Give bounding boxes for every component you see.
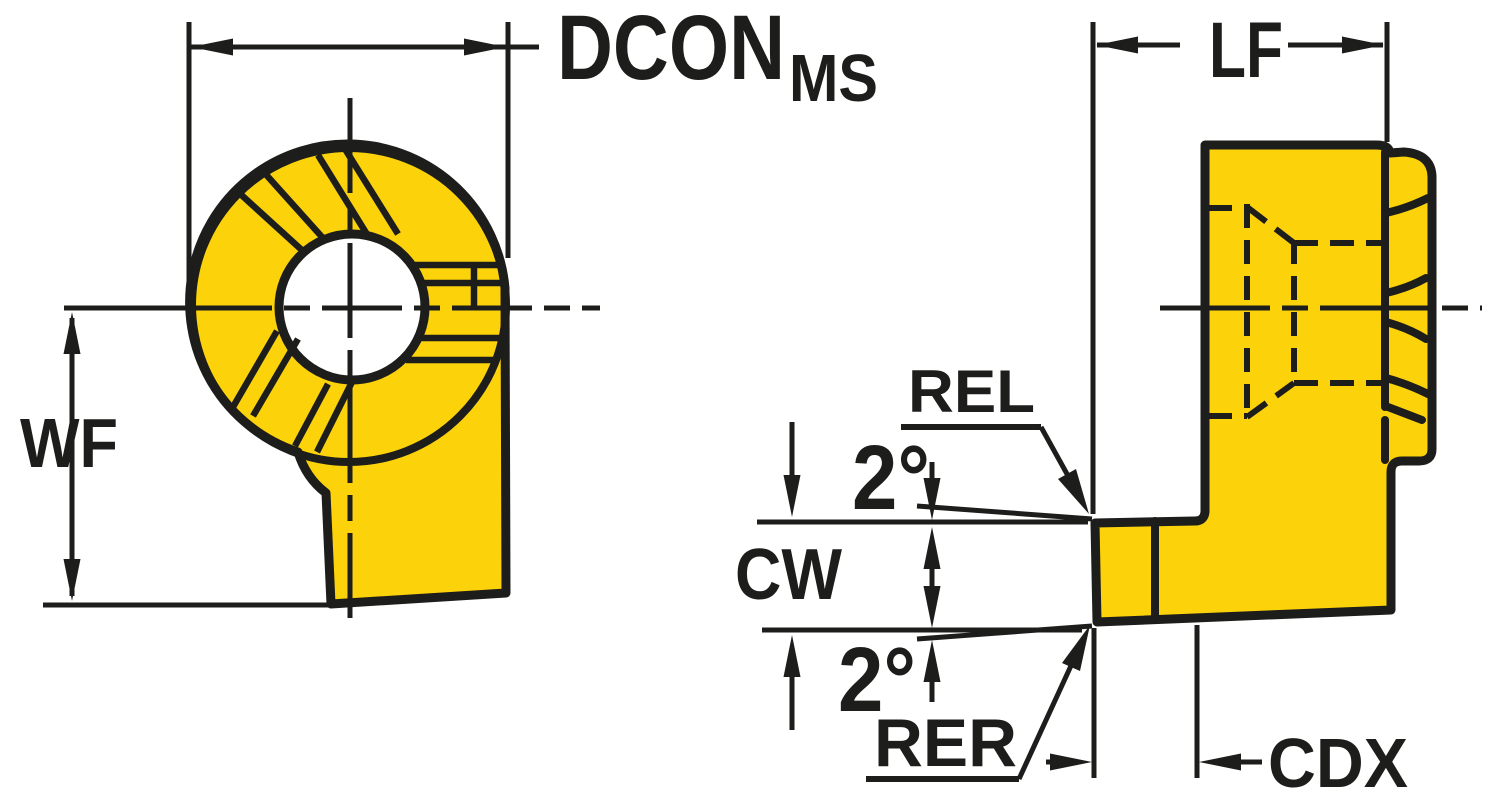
groove-line <box>230 329 280 409</box>
groove-line <box>234 188 307 255</box>
lf-arrow-right <box>1342 36 1384 54</box>
callout-rel: REL <box>901 358 1089 514</box>
angle-top-arrow-down <box>923 478 941 520</box>
angle-bottom-arrow-down <box>923 586 941 628</box>
angle-top-label: 2° <box>852 427 930 529</box>
rer-label: RER <box>874 705 1017 781</box>
cw-label: CW <box>735 535 842 615</box>
cw-arrow-bottom <box>783 635 801 677</box>
cdx-label: CDX <box>1268 724 1408 802</box>
angle-top-arrow-up <box>923 527 941 569</box>
groove-line <box>342 147 401 236</box>
dim-cdx: CDX <box>1046 625 1408 802</box>
angle-bottom-label: 2° <box>838 629 916 731</box>
rer-leader-arrow <box>1062 625 1090 671</box>
blend-lines <box>1382 194 1432 398</box>
dcon-arrow-left <box>191 38 233 56</box>
blend-line <box>1382 374 1432 398</box>
dcon-arrow-right <box>464 38 506 56</box>
clamp-step-edge <box>1384 403 1426 424</box>
callout-rer: RER <box>866 625 1090 782</box>
angle-bottom-arrow-up <box>923 640 941 682</box>
wf-arrow-down <box>63 559 81 601</box>
callout-angle-top: 2° <box>852 427 941 599</box>
insert-side-view <box>1090 140 1482 627</box>
insert-front-view <box>185 98 600 618</box>
rel-leader <box>1038 425 1075 485</box>
groove-line <box>314 380 355 454</box>
hidden-line <box>1245 204 1296 246</box>
dcon-label: DCON <box>557 0 785 99</box>
blend-line <box>1382 274 1430 297</box>
dim-dcon: DCON MS <box>186 0 878 303</box>
hidden-line <box>1245 380 1296 420</box>
taper-line-bottom <box>916 623 1093 642</box>
cdx-arrow-right <box>1199 753 1241 771</box>
hidden-hole-lines <box>1208 204 1383 420</box>
rel-leader-arrow <box>1058 469 1089 514</box>
groove-line <box>292 382 331 448</box>
side-view-body <box>1090 140 1437 627</box>
blend-line <box>1382 194 1432 217</box>
dim-cw: CW <box>735 422 1093 730</box>
groove-line <box>250 337 301 418</box>
groove-line <box>315 153 371 238</box>
cdx-arrow-left <box>1050 753 1092 771</box>
cw-arrow-top <box>783 475 801 517</box>
rel-label: REL <box>908 358 1035 425</box>
callout-angle-bottom: 2° <box>838 565 941 731</box>
rer-leader <box>1016 655 1078 781</box>
wf-label: WF <box>20 404 118 482</box>
blend-line <box>1382 318 1430 343</box>
wf-arrow-up <box>63 312 81 354</box>
lf-arrow-left <box>1096 36 1138 54</box>
groove-line <box>258 166 325 240</box>
taper-line-top <box>916 503 1093 522</box>
groove-lines <box>230 147 505 454</box>
dcon-sub-label: MS <box>789 41 878 116</box>
dim-lf: LF <box>1090 5 1390 514</box>
dim-wf: WF <box>20 305 331 608</box>
lf-label: LF <box>1209 5 1283 94</box>
